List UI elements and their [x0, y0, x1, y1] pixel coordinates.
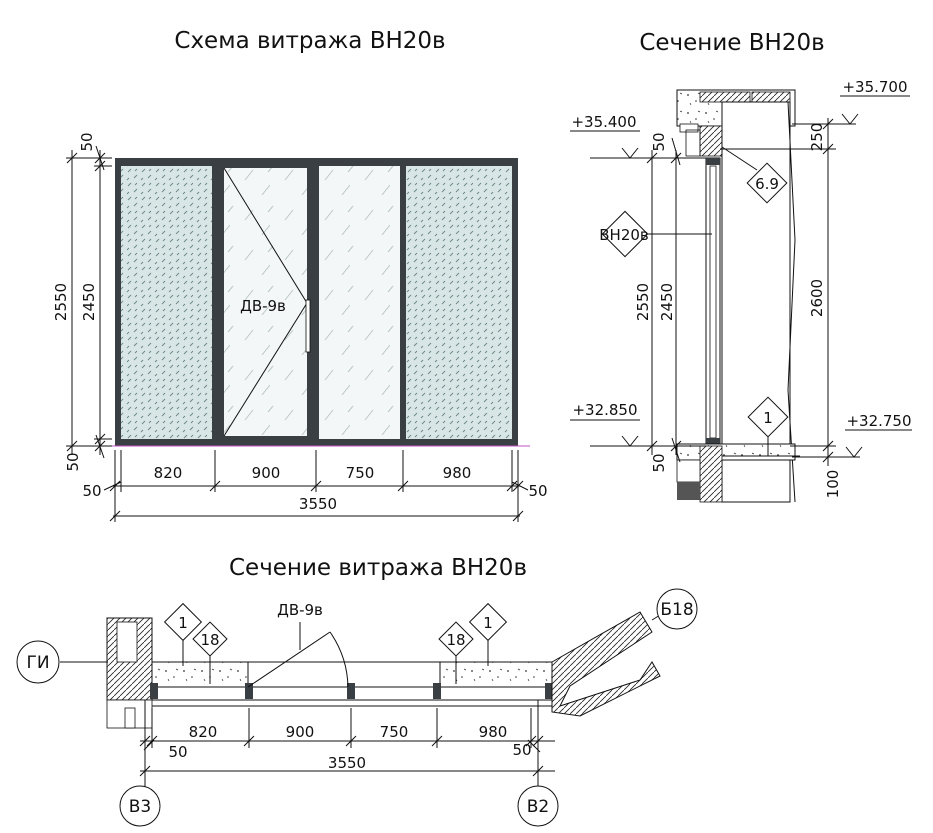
right-sill	[439, 661, 553, 688]
level-35700: +35.700	[842, 78, 907, 96]
plan-dim-980: 980	[479, 723, 508, 741]
level-35400: +35.400	[571, 113, 636, 131]
scheme-vertical-dims	[66, 145, 112, 459]
sec-dim-2600: 2600	[808, 279, 826, 317]
section-title: Сечение ВН20в	[639, 30, 824, 56]
axis-v3-bubble	[119, 785, 161, 827]
dim-900: 900	[252, 464, 281, 482]
detail-6-9-tag-diamond	[746, 162, 788, 204]
vitrage-tag-diamond	[601, 210, 649, 258]
plan-dim-900: 900	[286, 723, 315, 741]
plan-dim-left-50: 50	[168, 743, 187, 761]
scheme-title: Схема витража ВН20в	[174, 28, 445, 54]
axis-v2: В2	[527, 797, 549, 817]
axis-b18-bubble	[656, 588, 698, 630]
plan-tag-1-right: 1	[483, 614, 493, 632]
dim-total-3550: 3550	[299, 495, 337, 513]
door-swing-arc	[329, 631, 349, 688]
level-32850: +32.850	[572, 401, 637, 419]
dim-left-50: 50	[82, 482, 101, 500]
dim-820: 820	[154, 464, 183, 482]
plan-dim-right-50: 50	[512, 741, 531, 759]
detail-1-tag-diamond	[747, 396, 789, 438]
sec-dim-100: 100	[824, 470, 842, 499]
scheme-elevation: ДВ-9в 820 900 750 980 3550 50 50	[52, 132, 548, 522]
vitrage-tag: ВН20в	[599, 226, 649, 244]
scheme-horizontal-dims	[103, 450, 529, 522]
plan-dim-total-3550: 3550	[328, 754, 366, 772]
dim-2450: 2450	[80, 283, 98, 321]
right-angled-wall	[551, 611, 661, 717]
door-label: ДВ-9в	[240, 297, 286, 315]
lintel-insulation	[699, 125, 723, 157]
dim-2550: 2550	[52, 283, 70, 321]
sec-dim-2450: 2450	[658, 283, 676, 321]
door-handle	[305, 299, 311, 353]
dim-bottom-50: 50	[64, 452, 82, 471]
plan-title: Сечение витража ВН20в	[229, 555, 527, 581]
detail-1-tag: 1	[763, 409, 773, 427]
sec-dim-250: 250	[808, 123, 826, 152]
axis-b18: Б18	[660, 600, 693, 620]
panel-820	[121, 166, 212, 439]
axis-v2-bubble	[517, 785, 559, 827]
door-swing-leaf	[247, 631, 331, 688]
plan-tag-1-left: 1	[178, 614, 188, 632]
section-level-marks	[570, 95, 912, 458]
plan-dims	[139, 708, 555, 778]
panel-750	[319, 166, 400, 439]
dim-right-50: 50	[528, 482, 547, 500]
door-glass	[224, 168, 307, 436]
sec-dim-2550: 2550	[634, 283, 652, 321]
axis-gi-bubble	[16, 640, 60, 684]
level-32750: +32.750	[846, 412, 911, 430]
plan-tag-18-right: 18	[446, 631, 465, 649]
inner-column	[721, 101, 791, 503]
axis-v3: В3	[129, 797, 151, 817]
axis-gi: ГИ	[26, 653, 49, 673]
plan-dim-820: 820	[189, 723, 218, 741]
detail-6-9-tag: 6.9	[755, 175, 779, 193]
plan-door-label: ДВ-9в	[277, 601, 323, 619]
plan-dim-750: 750	[380, 723, 409, 741]
section-vertical-dims	[646, 118, 836, 466]
dim-top-50: 50	[78, 132, 96, 151]
plan-tag-18-left: 18	[200, 631, 219, 649]
sec-dim-50-bottom: 50	[650, 453, 668, 472]
vertical-section: +35.700 +35.400 +32.850 +32.750 2550 245…	[570, 78, 912, 503]
panel-980	[406, 166, 512, 439]
dark-block	[677, 482, 700, 500]
dim-980: 980	[443, 464, 472, 482]
left-sill	[151, 661, 249, 688]
dim-750: 750	[346, 464, 375, 482]
plan-section: ДВ-9в ГИ Б18 В3 В2 1 18 18 1	[16, 588, 698, 827]
sec-dim-50-top: 50	[650, 132, 668, 151]
